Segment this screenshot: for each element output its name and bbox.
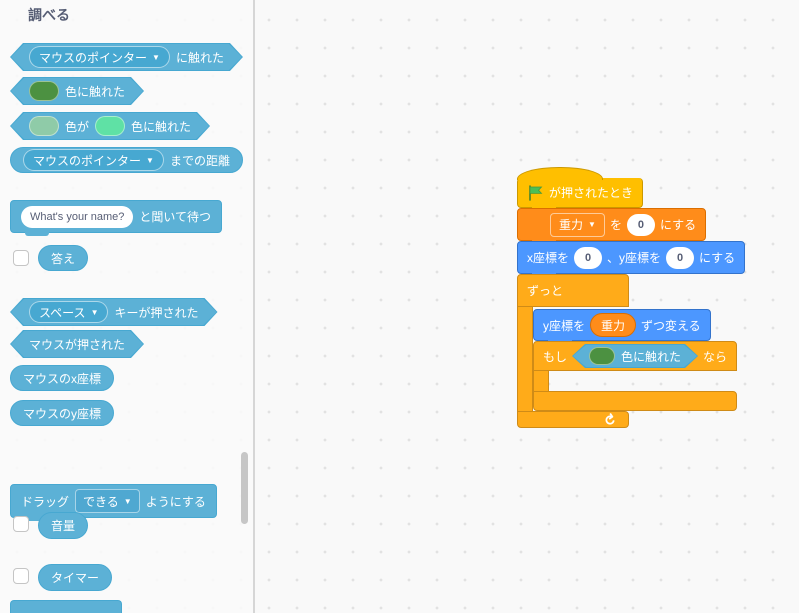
color-swatch[interactable] (29, 116, 59, 136)
condition-touching-color[interactable]: 色に触れた (572, 344, 698, 368)
palette-block-loudness[interactable]: 音量 (38, 512, 89, 539)
chevron-down-icon: ▼ (146, 155, 154, 165)
green-flag-icon (527, 184, 544, 201)
ask-question-field[interactable]: What's your name? (21, 205, 134, 228)
palette-block-touching-color[interactable]: 色に触れた (10, 77, 144, 105)
variable-reporter[interactable]: 重力 (590, 313, 637, 337)
palette-block-mouse-down[interactable]: マウスが押された (10, 330, 144, 358)
forever-header[interactable]: ずっと (517, 274, 629, 307)
chevron-down-icon: ▼ (90, 307, 99, 317)
palette-block-ask-and-wait[interactable]: What's your name? と聞いて待つ (10, 200, 223, 236)
x-input[interactable]: 0 (574, 246, 603, 269)
loudness-monitor-checkbox[interactable] (13, 516, 29, 532)
forever-left-arm (517, 307, 533, 411)
block-palette: 調べる マウスのポインター ▼ に触れた 色に触れた 色が 色に触れた マウスの… (0, 0, 255, 613)
palette-block-key-pressed[interactable]: スペース ▼ キーが押された (10, 298, 218, 326)
color-swatch[interactable] (95, 116, 125, 136)
palette-category-title: 調べる (28, 7, 70, 23)
value-input[interactable]: 0 (626, 213, 655, 236)
color-swatch[interactable] (589, 347, 615, 365)
key-dropdown[interactable]: スペース ▼ (29, 301, 108, 323)
palette-block-timer[interactable]: タイマー (38, 564, 113, 591)
if-left-arm (533, 371, 549, 391)
palette-block-mouse-y[interactable]: マウスのy座標 (10, 400, 115, 426)
distance-target-dropdown[interactable]: マウスのポインター ▼ (23, 149, 164, 171)
timer-monitor-checkbox[interactable] (13, 568, 29, 584)
script-block-when-flag-clicked[interactable]: が押されたとき (517, 167, 644, 211)
if-header[interactable]: もし 色に触れた なら (533, 341, 738, 371)
y-input[interactable]: 0 (666, 246, 695, 269)
chevron-down-icon: ▼ (588, 220, 596, 229)
script-block-if-then[interactable]: もし 色に触れた なら (533, 341, 738, 411)
palette-block-set-drag-mode[interactable]: ドラッグ できる ▼ ようにする (10, 484, 217, 521)
script-block-change-y[interactable]: y座標を 重力 ずつ変える (533, 309, 711, 344)
loop-arrow-icon: ↻ (600, 410, 621, 430)
palette-block-partial[interactable] (10, 600, 122, 613)
palette-block-mouse-x[interactable]: マウスのx座標 (10, 365, 115, 391)
touching-target-dropdown[interactable]: マウスのポインター ▼ (29, 46, 170, 68)
palette-block-touching[interactable]: マウスのポインター ▼ に触れた (10, 43, 243, 71)
variable-dropdown[interactable]: 重力 ▼ (550, 212, 605, 237)
chevron-down-icon: ▼ (152, 52, 160, 62)
palette-block-answer[interactable]: 答え (38, 245, 89, 271)
answer-monitor-checkbox[interactable] (13, 250, 29, 266)
palette-block-color-touching-color[interactable]: 色が 色に触れた (10, 112, 210, 140)
palette-scrollbar[interactable] (241, 452, 248, 524)
script-block-forever[interactable]: ずっと ↻ y座標を 重力 ずつ変える もし 色に触れた なら (517, 274, 738, 430)
drag-mode-dropdown[interactable]: できる ▼ (75, 489, 140, 513)
palette-block-distance-to[interactable]: マウスのポインター ▼ までの距離 (10, 147, 243, 173)
chevron-down-icon: ▼ (123, 496, 132, 506)
script-block-goto-xy[interactable]: x座標を 0 、y座標を 0 にする (517, 241, 746, 277)
script-block-set-variable[interactable]: 重力 ▼ を 0 にする (517, 208, 707, 244)
color-swatch[interactable] (29, 81, 59, 101)
if-footer (533, 391, 738, 411)
forever-footer: ↻ (517, 410, 629, 430)
